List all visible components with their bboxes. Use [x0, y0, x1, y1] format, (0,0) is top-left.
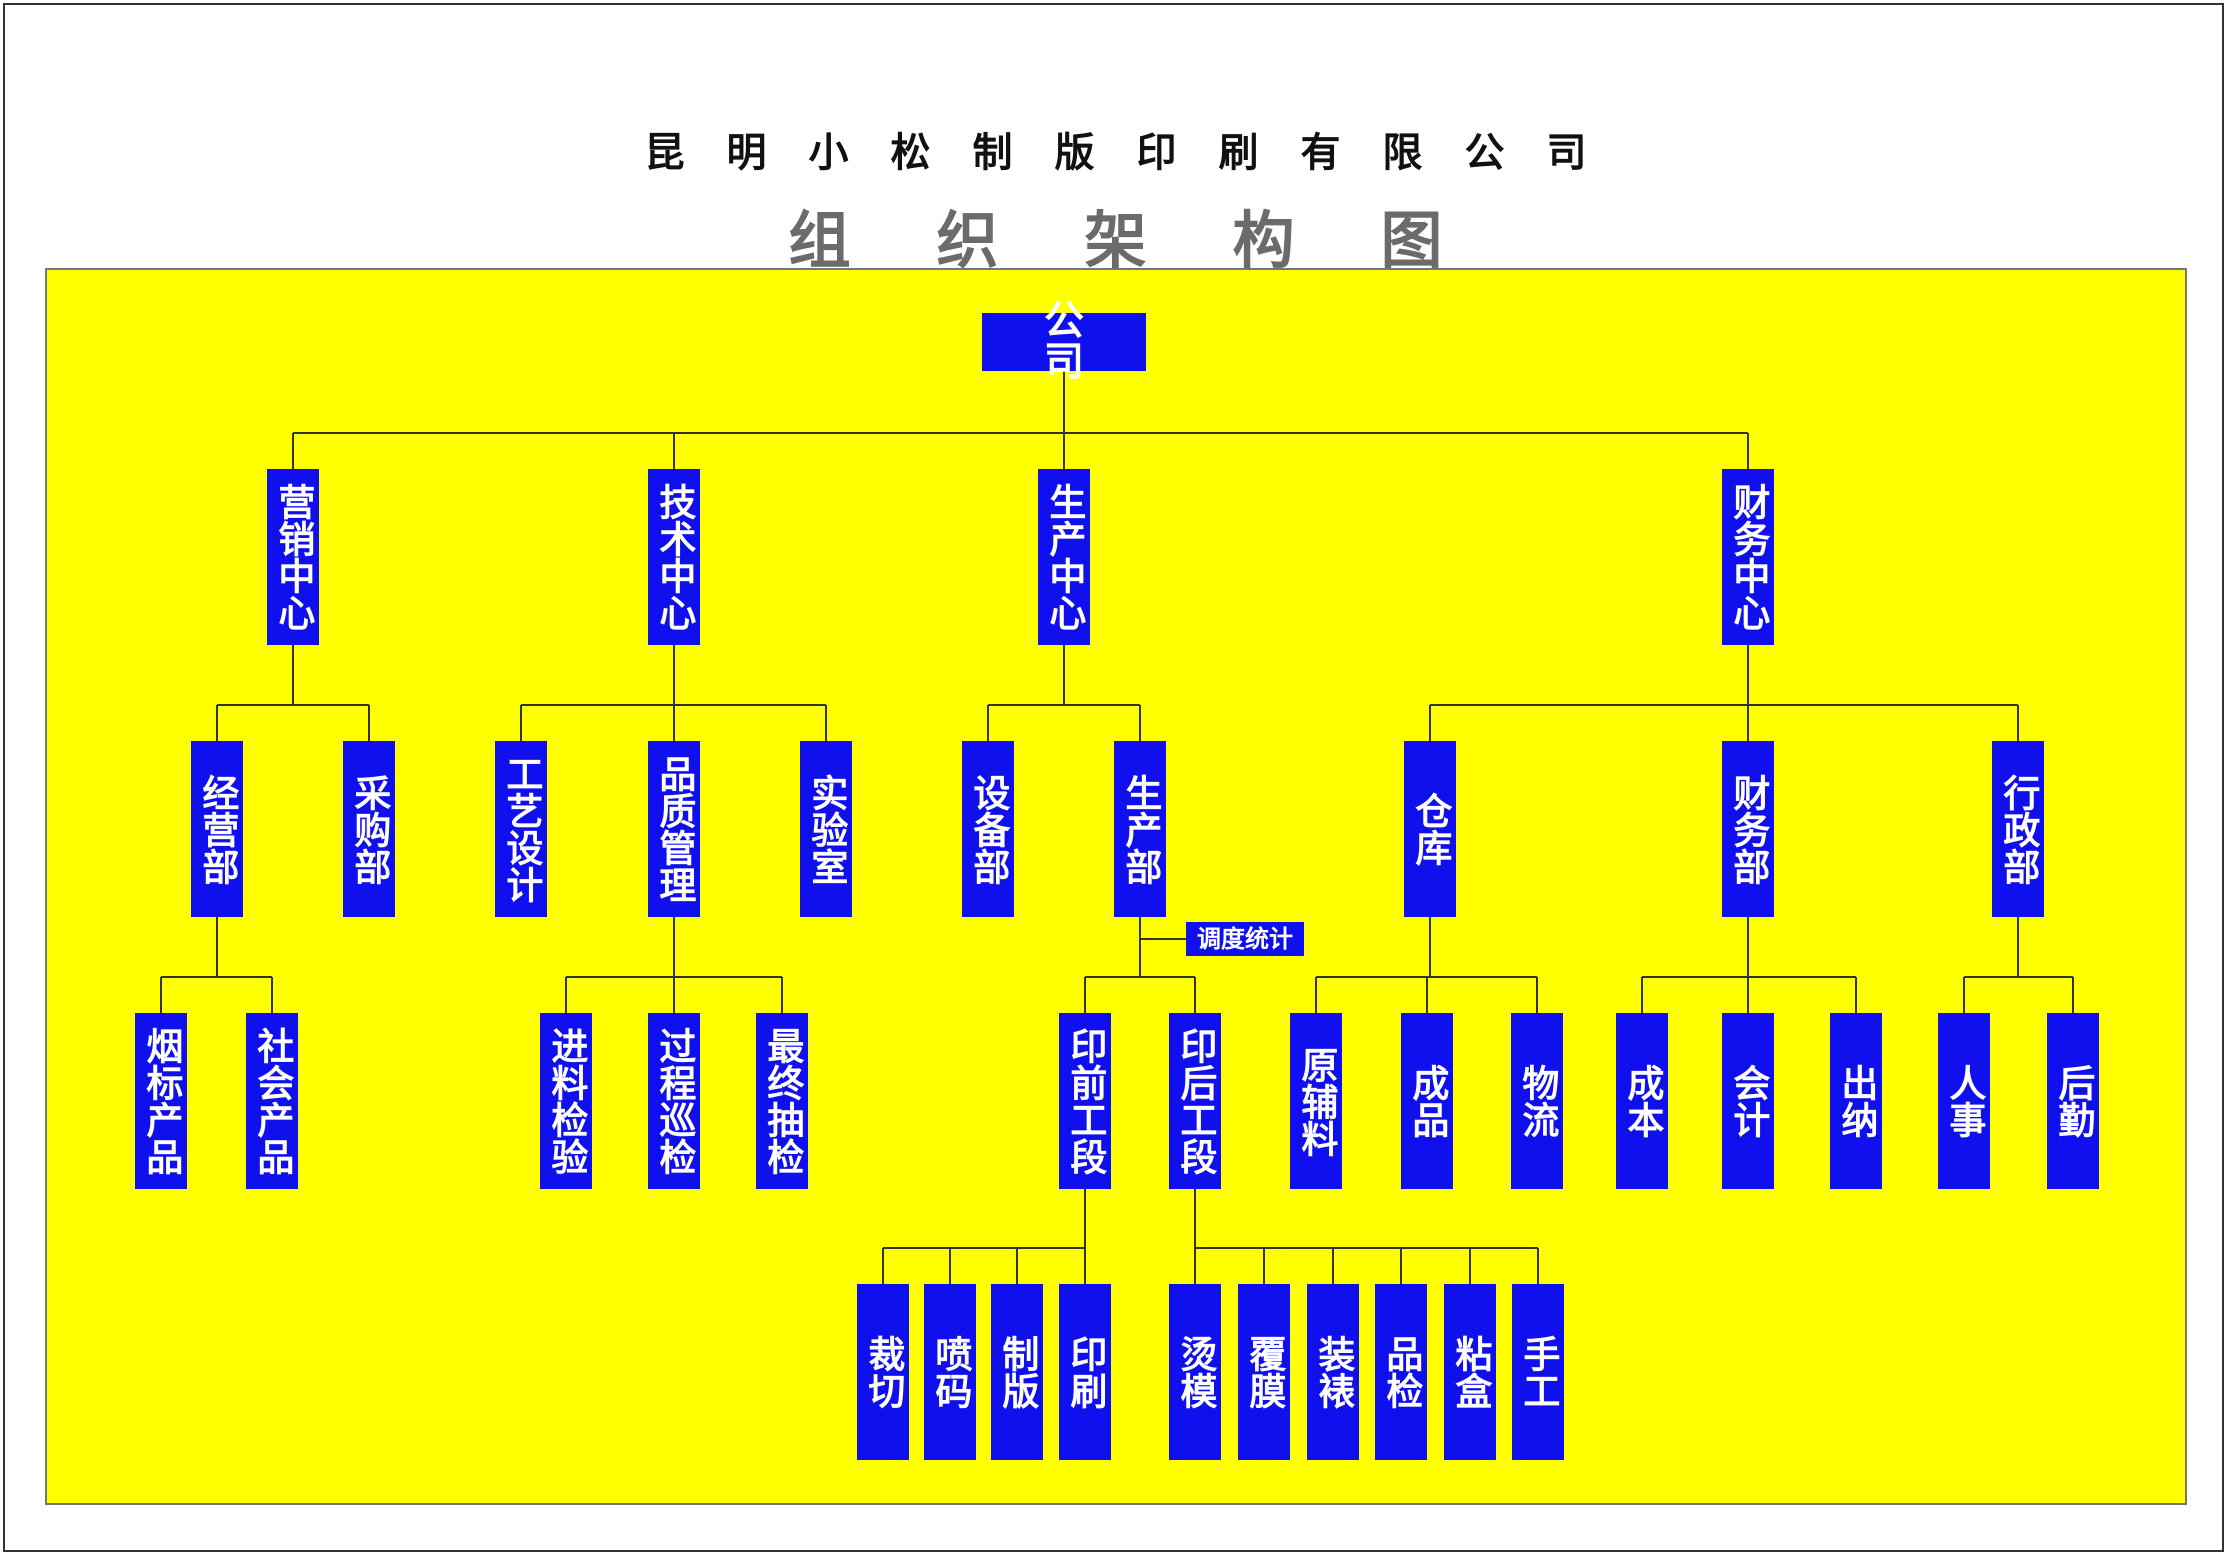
node-process-design: 工艺设计: [495, 741, 547, 917]
node-warehouse: 仓库: [1404, 741, 1456, 917]
node-finance-dept: 财务部: [1722, 741, 1774, 917]
node-printing: 印刷: [1059, 1284, 1111, 1460]
node-manual: 手工: [1512, 1284, 1564, 1460]
node-cost: 成本: [1616, 1013, 1668, 1189]
node-finance: 财务中心: [1722, 469, 1774, 645]
node-lab: 实验室: [800, 741, 852, 917]
node-production-dept: 生产部: [1114, 741, 1166, 917]
node-finished: 成品: [1401, 1013, 1453, 1189]
node-accounting: 会计: [1722, 1013, 1774, 1189]
node-tech: 技术中心: [648, 469, 700, 645]
node-mounting: 装裱: [1307, 1284, 1359, 1460]
node-admin: 行政部: [1992, 741, 2044, 917]
node-incoming: 进料检验: [540, 1013, 592, 1189]
node-business: 经营部: [191, 741, 243, 917]
node-hr: 人事: [1938, 1013, 1990, 1189]
node-prepress: 印前工段: [1059, 1013, 1111, 1189]
company-name: 昆明小松制版印刷有限公司: [644, 130, 1629, 176]
node-platemaking: 制版: [991, 1284, 1043, 1460]
node-inspection: 品检: [1375, 1284, 1427, 1460]
node-diecut: 烫模: [1169, 1284, 1221, 1460]
node-marketing: 营销中心: [267, 469, 319, 645]
node-production: 生产中心: [1038, 469, 1090, 645]
node-social: 社会产品: [246, 1013, 298, 1189]
node-purchase: 采购部: [343, 741, 395, 917]
node-equipment: 设备部: [962, 741, 1014, 917]
node-cashier: 出纳: [1830, 1013, 1882, 1189]
node-logistics-support: 后勤: [2047, 1013, 2099, 1189]
node-final: 最终抽检: [756, 1013, 808, 1189]
node-inprocess: 过程巡检: [648, 1013, 700, 1189]
node-postpress: 印后工段: [1169, 1013, 1221, 1189]
node-logistics: 物流: [1511, 1013, 1563, 1189]
node-tobacco: 烟标产品: [135, 1013, 187, 1189]
node-company: 公司: [982, 301, 1146, 382]
node-cutting: 裁切: [857, 1284, 909, 1460]
node-quality: 品质管理: [648, 741, 700, 917]
node-inkjet: 喷码: [924, 1284, 976, 1460]
page-frame: [3, 3, 2224, 1552]
node-gluing: 粘盒: [1444, 1284, 1496, 1460]
node-laminate: 覆膜: [1238, 1284, 1290, 1460]
node-raw: 原辅料: [1290, 1013, 1342, 1189]
chart-title: 组织架构图: [788, 204, 1529, 277]
node-dispatch: 调度统计: [1186, 922, 1304, 956]
